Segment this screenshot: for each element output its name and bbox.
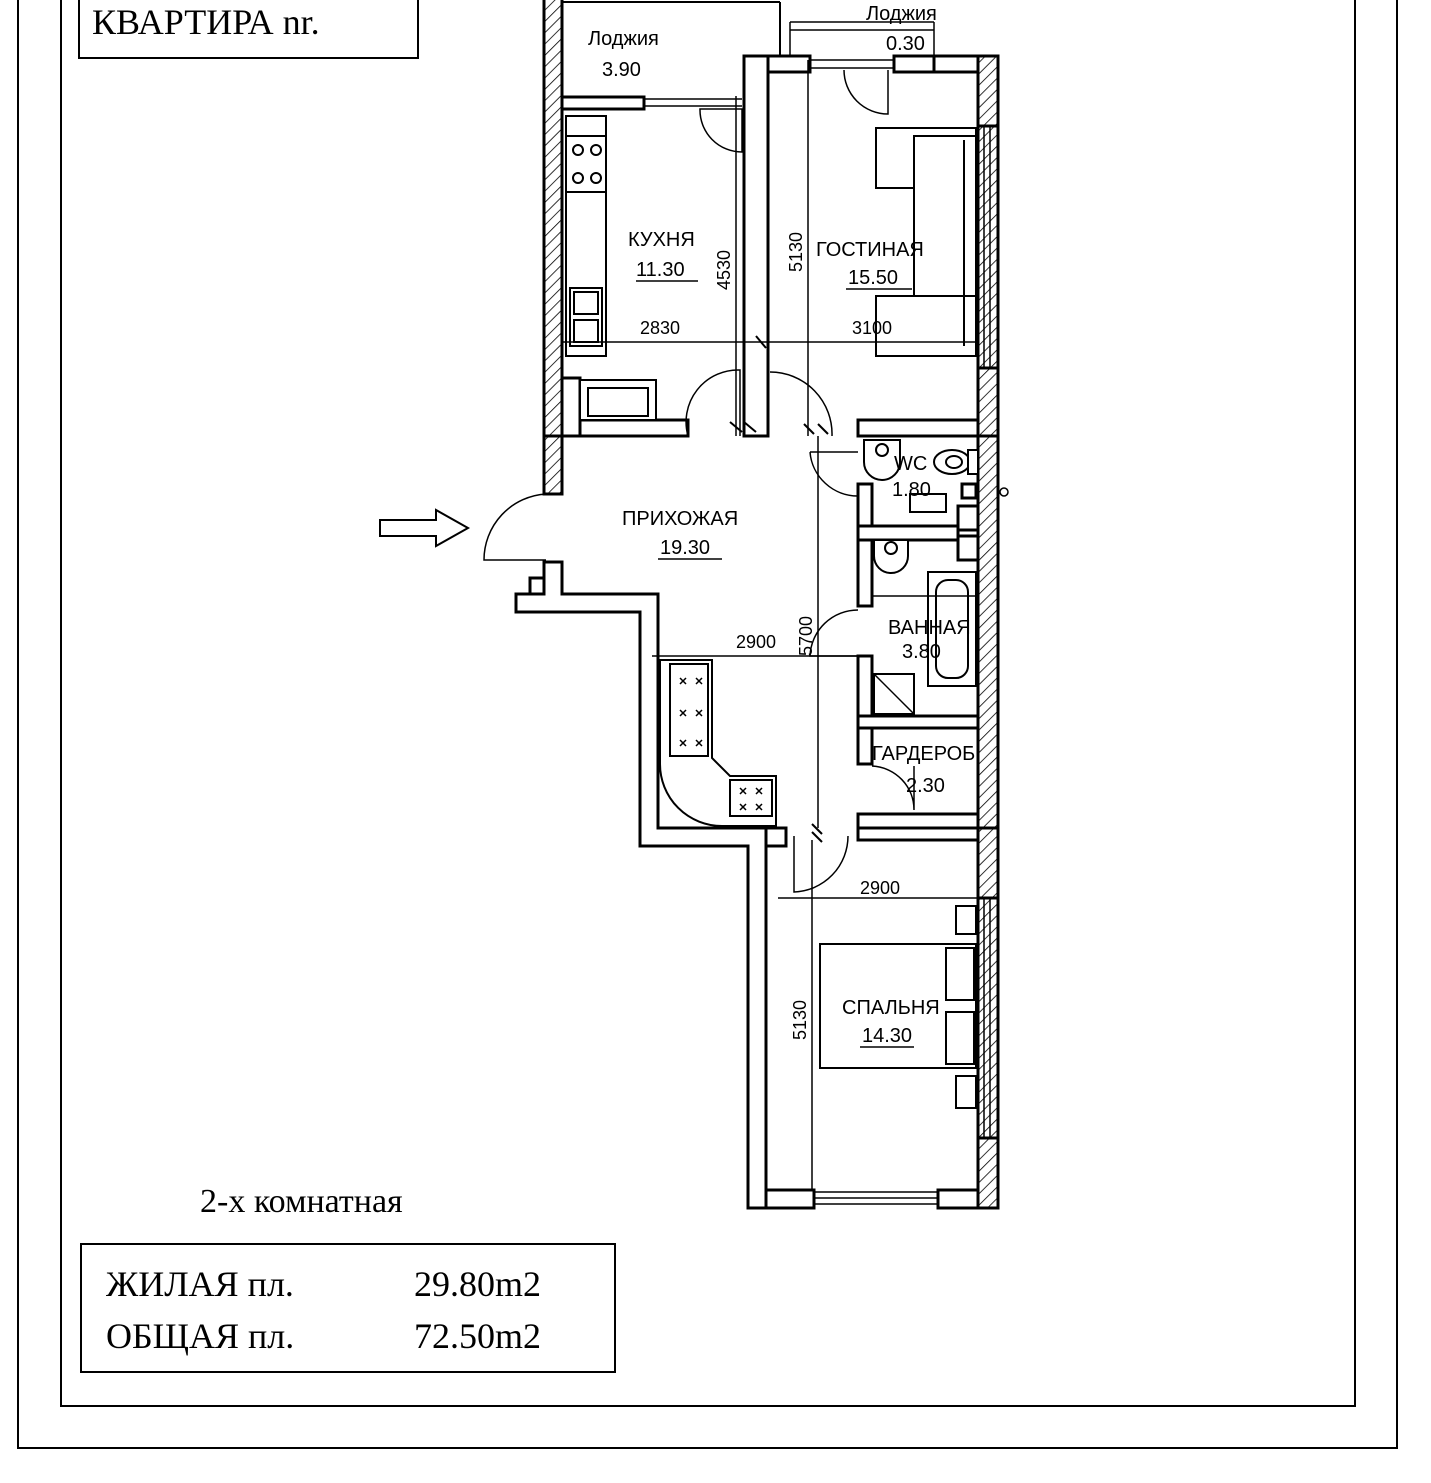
loggia-living-area: 0.30 xyxy=(886,33,925,55)
wall-entry-jamb xyxy=(528,576,546,596)
dim-bedroom-width: 2900 xyxy=(860,878,900,898)
bedroom-name: СПАЛЬНЯ xyxy=(842,997,940,1019)
wardrobe-name: ГАРДЕРОБ xyxy=(872,743,975,765)
wall-bath-left-low xyxy=(856,654,874,720)
corner-sofa-icon xyxy=(659,659,777,827)
bath-sink-icon xyxy=(873,539,909,574)
room-type: 2-х комнатная xyxy=(200,1183,403,1220)
wall-kitchen-bottom xyxy=(560,376,582,438)
door-kitchen-loggia xyxy=(699,108,743,153)
dim-living-height: 5130 xyxy=(786,232,806,272)
bathtub-icon xyxy=(927,571,977,687)
wc-name: WC xyxy=(894,453,927,475)
living-name: ГОСТИНАЯ xyxy=(816,239,924,261)
door-kitchen xyxy=(685,369,741,437)
sink-icon xyxy=(569,287,603,347)
kitchen-area: 11.30 xyxy=(636,259,685,281)
hall-name: ПРИХОЖАЯ xyxy=(622,508,738,530)
door-entry xyxy=(483,493,547,561)
door-living-loggia xyxy=(843,69,889,115)
title-text: КВАРТИРА nr. xyxy=(92,2,320,42)
shaft-2 xyxy=(956,534,980,562)
dim-kitchen-height: 4530 xyxy=(714,250,734,290)
loggia-living-name: Лоджия xyxy=(866,3,937,25)
toilet-icon xyxy=(933,449,979,475)
summary-living-value: 29.80m2 xyxy=(414,1264,541,1304)
wall-bedroom-top xyxy=(856,826,980,842)
entry-arrow-icon xyxy=(379,508,471,548)
loggia-kitchen-area: 3.90 xyxy=(602,59,641,81)
door-wardrobe xyxy=(871,765,915,811)
wall-bath-bottom xyxy=(856,714,980,730)
nightstand-bottom xyxy=(955,1075,977,1109)
wall-loggia-kitchen-bottom xyxy=(560,95,646,111)
wall-hall-bottom xyxy=(764,826,788,848)
door-living xyxy=(769,371,833,437)
wall-hall-left xyxy=(514,560,768,1210)
wall-kitchen-left xyxy=(542,0,564,438)
wc-heater xyxy=(909,493,947,513)
dim-hall-width: 2900 xyxy=(736,632,776,652)
bath-name: ВАННАЯ xyxy=(888,617,971,639)
wall-living-right-top xyxy=(976,54,1000,128)
wall-kitchen-living xyxy=(742,54,770,438)
wall-living-right xyxy=(976,124,1000,370)
living-area: 15.50 xyxy=(848,267,898,289)
wall-bath-left xyxy=(856,538,874,608)
wall-bedroom-bottom-left xyxy=(764,1188,816,1210)
wc-sink-icon xyxy=(863,439,901,481)
title-box xyxy=(78,0,419,59)
dim-kitchen-width: 2830 xyxy=(640,318,680,338)
dim-bedroom-height: 5130 xyxy=(790,1000,810,1040)
wall-bedroom-right-bottom xyxy=(976,1136,1000,1210)
wall-bedroom-right xyxy=(976,896,1000,1140)
wall-living-top-right xyxy=(932,54,980,74)
door-bedroom xyxy=(793,835,849,893)
bedroom-area: 14.30 xyxy=(862,1025,912,1047)
dim-hall-height: 5700 xyxy=(796,616,816,656)
sheet-outer-frame xyxy=(17,0,1398,1449)
wall-bath-right xyxy=(976,434,1000,830)
bath-area: 3.80 xyxy=(902,641,941,663)
summary-box xyxy=(80,1243,616,1373)
summary-total-value: 72.50m2 xyxy=(414,1316,541,1356)
kitchen-name: КУХНЯ xyxy=(628,229,695,251)
wall-wardrobe-left xyxy=(856,726,874,766)
wc-area: 1.80 xyxy=(892,479,931,501)
summary-living-label: ЖИЛАЯ пл. xyxy=(106,1264,294,1304)
door-bath xyxy=(809,609,859,657)
shaft-1 xyxy=(956,504,980,532)
wall-living-bottom xyxy=(856,418,980,438)
wall-bedroom-right-top xyxy=(976,826,1000,900)
wardrobe-area: 2.30 xyxy=(906,775,945,797)
stove-icon xyxy=(565,135,607,193)
wall-bedroom-bottom-right xyxy=(936,1188,980,1210)
door-wc xyxy=(809,451,859,497)
wall-kitchen-bottom-mid xyxy=(578,418,690,438)
dim-living-width: 3100 xyxy=(852,318,892,338)
wall-wc-bottom xyxy=(856,524,960,542)
hall-area: 19.30 xyxy=(660,537,710,559)
kitchen-fridge xyxy=(579,379,657,421)
sofa-icon xyxy=(875,127,977,357)
wall-hall-left-top xyxy=(542,434,564,496)
washer-icon xyxy=(873,673,915,715)
summary-total-label: ОБЩАЯ пл. xyxy=(106,1316,294,1356)
wall-living-top-mid xyxy=(892,54,936,74)
loggia-kitchen-name: Лоджия xyxy=(588,28,659,50)
wall-living-top xyxy=(766,54,812,74)
shaft-small xyxy=(960,482,978,500)
wall-wardrobe-bottom xyxy=(856,812,980,830)
wall-living-right-bottom xyxy=(976,366,1000,438)
sheet-inner-frame xyxy=(60,0,1356,1407)
nightstand-top xyxy=(955,905,977,935)
